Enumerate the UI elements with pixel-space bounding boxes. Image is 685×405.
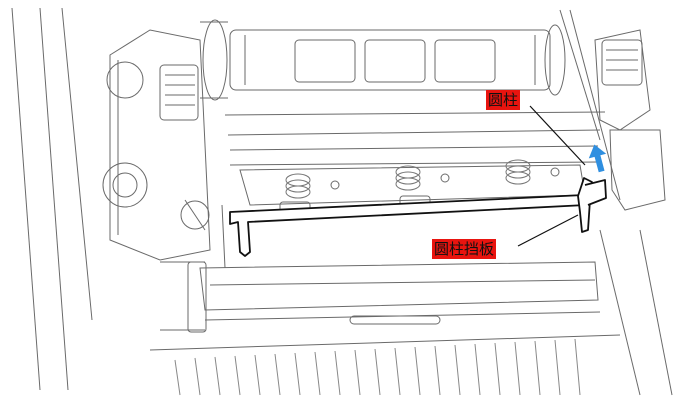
roller-baffle-label: 圆柱挡板 <box>432 239 497 259</box>
roller-label: 圆柱 <box>486 90 521 110</box>
leader-line-roller <box>529 105 586 166</box>
leader-line-baffle <box>517 214 579 247</box>
arrow-up-icon <box>588 144 607 173</box>
